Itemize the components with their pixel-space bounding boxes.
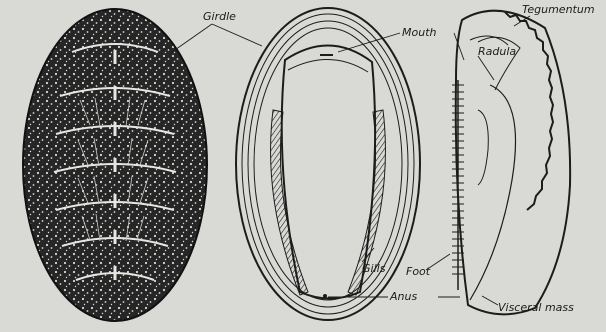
label-girdle: Girdle — [203, 10, 236, 23]
label-tegumentum: Tegumentum — [522, 3, 595, 16]
label-radula: Radula — [478, 45, 516, 58]
dorsal-view — [23, 9, 207, 321]
leader-lines — [172, 16, 530, 305]
ventral-view — [236, 8, 420, 320]
label-anus: Anus — [389, 290, 417, 303]
label-gills: Gills — [362, 262, 386, 275]
label-visceral-mass: Visceral mass — [498, 301, 574, 314]
label-mouth: Mouth — [402, 26, 437, 39]
labels: Girdle Mouth Radula Tegumentum Gills Foo… — [203, 3, 595, 314]
label-foot: Foot — [406, 265, 431, 278]
